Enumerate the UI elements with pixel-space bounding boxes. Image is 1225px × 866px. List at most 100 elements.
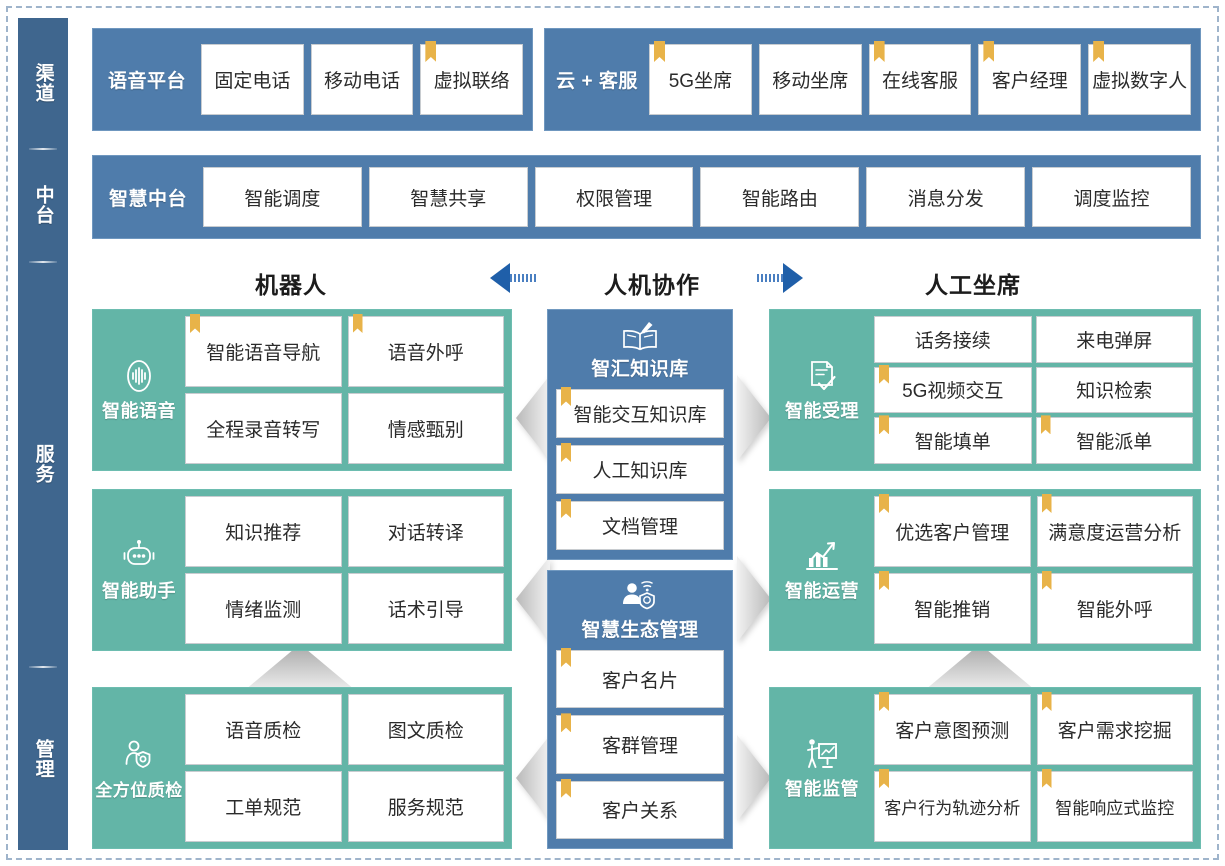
channel-item-mobile-phone[interactable]: 移动电话	[310, 44, 414, 115]
kb-item-document-management-label: 文档管理	[601, 517, 678, 538]
svc-item-incoming-call-popup[interactable]: 来电弹屏	[1035, 316, 1193, 363]
svc-item-5g-video-interaction-label: 5G视频交互	[902, 381, 1004, 403]
svc-item-full-recording-transcription[interactable]: 全程录音转写	[185, 393, 342, 464]
svc-item-incoming-call-popup-label: 来电弹屏	[1076, 330, 1153, 352]
svc-item-customer-intent-prediction[interactable]: 客户意图预测	[874, 692, 1031, 765]
bookmark-ribbon-icon	[1040, 415, 1051, 435]
center-knowledge-base-list: 智能交互知识库 人工知识库 文档管理	[556, 387, 724, 550]
sidebar-segment-middle-platform[interactable]: 中台	[18, 149, 68, 261]
eco-item-customer-group-management[interactable]: 客群管理	[556, 713, 724, 774]
mp-item-intelligent-routing[interactable]: 智能路由	[700, 167, 860, 227]
svc-item-customer-intent-prediction-label: 客户意图预测	[895, 721, 1010, 742]
svc-item-intelligent-dispatch-order[interactable]: 智能派单	[1035, 415, 1193, 464]
svc-item-knowledge-recommendation[interactable]: 知识推荐	[185, 496, 342, 567]
svc-item-voice-outbound[interactable]: 语音外呼	[347, 314, 504, 387]
open-book-pen-icon	[619, 318, 661, 352]
sidebar-divider-2	[29, 261, 57, 263]
eco-item-customer-card[interactable]: 客户名片	[556, 648, 724, 709]
svc-item-5g-video-interaction[interactable]: 5G视频交互	[874, 364, 1032, 414]
sidebar-segment-channel[interactable]: 渠道	[18, 18, 68, 148]
left-sidebar: 渠道 中台 服务 管理	[18, 18, 68, 850]
mp-item-intelligent-routing-label: 智能路由	[741, 188, 818, 210]
group-intelligent-acceptance-title: 智能受理	[785, 401, 859, 421]
svc-item-customer-behavior-trace-analysis[interactable]: 客户行为轨迹分析	[874, 769, 1031, 842]
center-eco-management-title: 智慧生态管理	[581, 620, 699, 641]
svc-item-satisfaction-operation-analysis-label: 满意度运营分析	[1048, 523, 1182, 544]
svc-item-dialogue-translation[interactable]: 对话转译	[347, 496, 504, 567]
svc-item-emotion-discrimination[interactable]: 情感甄别	[347, 393, 504, 464]
svc-item-voice-quality-inspection[interactable]: 语音质检	[185, 694, 342, 765]
group-intelligent-operation: 智能运营 优选客户管理 满意度运营分析 智能推销 智能外呼	[769, 489, 1201, 651]
group-intelligent-assistant: 智能助手 知识推荐 对话转译 情绪监测 话术引导	[92, 489, 512, 651]
group-intelligent-voice-grid: 智能语音导航 语音外呼 全程录音转写 情感甄别	[185, 310, 511, 470]
connector-arrow-right-2	[737, 556, 771, 642]
sidebar-segment-service[interactable]: 服务	[18, 262, 68, 666]
bookmark-ribbon-icon	[879, 692, 889, 711]
kb-item-manual-knowledge-base[interactable]: 人工知识库	[556, 443, 724, 494]
svc-item-dialogue-translation-label: 对话转译	[387, 523, 464, 544]
svc-item-intelligent-form-filling[interactable]: 智能填单	[874, 415, 1032, 464]
arrow-left-icon	[490, 263, 510, 293]
svc-item-emotion-monitoring[interactable]: 情绪监测	[185, 573, 342, 644]
kb-item-document-management[interactable]: 文档管理	[556, 499, 724, 550]
svc-item-voice-navigation[interactable]: 智能语音导航	[185, 314, 342, 387]
channel-item-fixed-phone[interactable]: 固定电话	[201, 44, 304, 115]
eco-item-customer-relationship[interactable]: 客户关系	[556, 778, 724, 839]
presenter-board-icon	[803, 735, 841, 773]
group-intelligent-supervision-head: 智能监管	[770, 735, 874, 801]
svc-item-work-order-standard-label: 工单规范	[225, 798, 302, 819]
svc-item-intelligent-marketing-label: 智能推销	[914, 600, 991, 621]
bookmark-ribbon-icon	[879, 364, 889, 384]
connector-arrow-up-right	[925, 644, 1035, 690]
channel-item-online-service[interactable]: 在线客服	[868, 41, 972, 115]
svc-item-intelligent-outbound-call[interactable]: 智能外呼	[1036, 571, 1193, 644]
svc-item-intelligent-responsive-monitoring[interactable]: 智能响应式监控	[1036, 769, 1193, 842]
svc-item-customer-demand-mining[interactable]: 客户需求挖掘	[1036, 692, 1193, 765]
svc-item-full-recording-transcription-label: 全程录音转写	[206, 420, 321, 441]
svc-item-text-image-quality-inspection[interactable]: 图文质检	[347, 694, 504, 765]
channel-item-virtual-contact[interactable]: 虚拟联络	[420, 41, 524, 115]
svc-item-emotion-monitoring-label: 情绪监测	[225, 600, 302, 621]
connector-arrow-right-1	[737, 375, 771, 461]
svc-item-work-order-standard[interactable]: 工单规范	[185, 771, 342, 842]
voice-platform-title: 语音平台	[107, 71, 186, 92]
mp-item-smart-sharing[interactable]: 智慧共享	[368, 167, 528, 227]
voice-platform-band: 语音平台 固定电话 移动电话 虚拟联络	[92, 28, 533, 131]
mp-item-intelligent-dispatch[interactable]: 智能调度	[203, 167, 362, 227]
channel-item-5g-seat[interactable]: 5G坐席	[649, 41, 752, 115]
bookmark-ribbon-icon	[561, 499, 571, 518]
sidebar-segment-management[interactable]: 管理	[18, 667, 68, 850]
mp-item-message-distribution[interactable]: 消息分发	[866, 167, 1026, 227]
person-network-icon	[618, 579, 662, 613]
channel-item-virtual-digital-human[interactable]: 虚拟数字人	[1088, 41, 1191, 115]
svc-item-service-standard[interactable]: 服务规范	[347, 771, 504, 842]
robot-icon	[120, 537, 158, 575]
svc-item-intelligent-marketing[interactable]: 智能推销	[874, 571, 1031, 644]
group-intelligent-supervision-title: 智能监管	[785, 779, 859, 799]
svc-item-call-connection[interactable]: 话务接续	[874, 316, 1032, 363]
channel-item-account-manager[interactable]: 客户经理	[978, 41, 1082, 115]
bookmark-ribbon-icon	[879, 494, 889, 513]
kb-item-interactive-knowledge-base[interactable]: 智能交互知识库	[556, 387, 724, 438]
svc-item-intelligent-form-filling-label: 智能填单	[914, 432, 991, 454]
mp-item-permission-management[interactable]: 权限管理	[534, 167, 694, 227]
eco-item-customer-card-label: 客户名片	[601, 670, 678, 692]
group-intelligent-supervision-grid: 客户意图预测 客户需求挖掘 客户行为轨迹分析 智能响应式监控	[874, 688, 1200, 848]
svc-item-script-guidance[interactable]: 话术引导	[347, 573, 504, 644]
bookmark-ribbon-icon	[983, 41, 995, 62]
mp-item-permission-management-label: 权限管理	[576, 188, 653, 210]
svc-item-preferred-customer-management[interactable]: 优选客户管理	[874, 494, 1031, 567]
svc-item-customer-demand-mining-label: 客户需求挖掘	[1057, 721, 1172, 742]
svc-item-intelligent-outbound-call-label: 智能外呼	[1076, 600, 1153, 621]
bookmark-ribbon-icon	[425, 41, 437, 62]
svc-item-knowledge-retrieval[interactable]: 知识检索	[1035, 366, 1193, 414]
channel-item-mobile-seat[interactable]: 移动坐席	[758, 44, 862, 115]
svc-item-satisfaction-operation-analysis[interactable]: 满意度运营分析	[1036, 494, 1193, 567]
mp-item-dispatch-monitoring[interactable]: 调度监控	[1032, 167, 1191, 227]
group-intelligent-operation-grid: 优选客户管理 满意度运营分析 智能推销 智能外呼	[874, 490, 1200, 650]
cloud-service-cells: 5G坐席 移动坐席 在线客服 客户经理 虚拟数字人	[649, 41, 1191, 115]
eco-item-customer-group-management-label: 客群管理	[601, 735, 678, 757]
connector-arrow-left-3	[516, 735, 550, 821]
middle-platform-band: 智慧中台 智能调度 智慧共享 权限管理 智能路由 消息分发 调度监控	[92, 155, 1201, 239]
